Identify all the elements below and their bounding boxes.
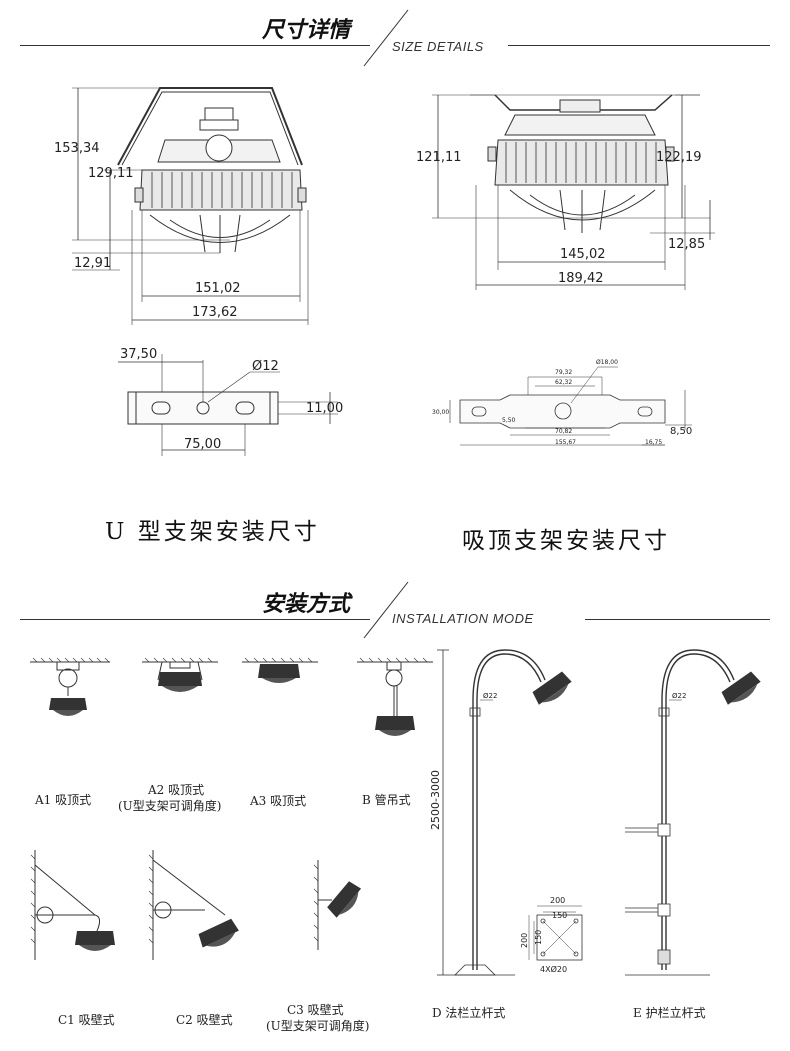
dim-cb-w1: 79,32 [555, 369, 572, 376]
dim-c-height-left: 121,11 [416, 150, 462, 165]
mount-a1-drawing [30, 657, 110, 716]
mount-a2-drawing [142, 657, 218, 692]
mount-a3-drawing [242, 657, 318, 683]
mount-b-drawing [357, 657, 433, 736]
dim-u-height-body: 129,11 [88, 166, 134, 181]
pole-e-diameter: Ø22 [672, 692, 686, 700]
mode-a3-label: A3 吸顶式 [250, 794, 307, 808]
dim-ub-offset: 37,50 [120, 347, 157, 362]
dim-u-bottom-offset: 12,91 [74, 256, 111, 271]
mode-d-label: D 法栏立杆式 [432, 1006, 506, 1020]
dim-cb-w3: 70,82 [555, 428, 572, 435]
ceiling-lamp-drawing: 121,11 122,19 12,85 145,02 189,42 [416, 94, 715, 290]
mount-c1-drawing [30, 850, 115, 960]
header-line-left [20, 45, 370, 46]
header-line-right [508, 45, 770, 46]
dim-u-height-total: 153,34 [54, 141, 100, 156]
mode-a1-label: A1 吸顶式 [35, 793, 92, 807]
dim-u-width-outer: 173,62 [192, 305, 238, 320]
pole-d-height: 2500-3000 [429, 770, 442, 830]
size-title: 尺寸详情 [262, 18, 351, 43]
mode-a2-label: A2 吸顶式 [148, 783, 205, 797]
dim-c-width-inner: 145,02 [560, 247, 606, 262]
dim-u-width-inner: 151,02 [195, 281, 241, 296]
u-bracket-caption: U 型支架安装尺寸 [105, 519, 320, 545]
mode-c3-note: (U型支架可调角度) [266, 1019, 370, 1033]
dim-ub-thickness: 11,00 [306, 401, 343, 416]
dim-cb-w2: 62,32 [555, 379, 572, 386]
dim-cb-end: 16,75 [645, 439, 662, 446]
pole-d-base-w: 200 [550, 896, 565, 905]
pole-d-base-inner: 150 [552, 911, 567, 920]
mode-a2-note: (U型支架可调角度) [118, 799, 222, 813]
ceiling-bracket-plate-drawing: Ø18,00 79,32 62,32 30,00 5,50 70,82 155,… [432, 359, 692, 446]
size-subtitle: SIZE DETAILS [392, 39, 484, 54]
mount-d-drawing: Ø22 2500-3000 200 150 200 150 4XØ20 [429, 649, 583, 976]
header-line-left [20, 619, 370, 620]
u-bracket-plate-drawing: 37,50 Ø12 11,00 75,00 [118, 347, 343, 456]
header-slash [363, 9, 409, 67]
mode-c1-label: C1 吸壁式 [58, 1013, 115, 1027]
mode-b-label: B 管吊式 [362, 793, 411, 807]
header-line-right [585, 619, 770, 620]
mode-e-label: E 护栏立杆式 [633, 1006, 706, 1020]
dim-ub-hole: Ø12 [252, 359, 279, 374]
mount-c2-drawing [148, 850, 239, 960]
mode-c3-label: C3 吸壁式 [287, 1003, 344, 1017]
pole-d-bolts: 4XØ20 [540, 964, 567, 974]
u-bracket-lamp-drawing: 153,34 129,11 12,91 151,02 173,62 [54, 87, 309, 325]
header-slash [363, 581, 409, 639]
ceiling-bracket-caption: 吸顶支架安装尺寸 [462, 528, 670, 554]
dim-c-width-outer: 189,42 [558, 271, 604, 286]
pole-d-base-inner-h: 150 [534, 930, 543, 945]
mount-e-drawing: Ø22 [625, 649, 761, 976]
dim-cb-hole: Ø18,00 [596, 359, 618, 366]
dim-cb-small: 5,50 [502, 417, 516, 424]
mode-c2-label: C2 吸壁式 [176, 1013, 233, 1027]
dim-c-height-right: 122,19 [656, 150, 702, 165]
mount-c3-drawing [313, 860, 362, 950]
dim-ub-spacing: 75,00 [184, 437, 221, 452]
install-subtitle: INSTALLATION MODE [392, 611, 534, 626]
dim-c-bottom-offset: 12,85 [668, 237, 705, 252]
dim-cb-total: 155,67 [555, 439, 576, 446]
dim-cb-height: 30,00 [432, 409, 449, 416]
pole-d-base-h: 200 [520, 933, 529, 948]
install-title: 安装方式 [262, 592, 351, 617]
pole-d-diameter: Ø22 [483, 692, 497, 700]
dim-cb-thick: 8,50 [670, 426, 692, 437]
